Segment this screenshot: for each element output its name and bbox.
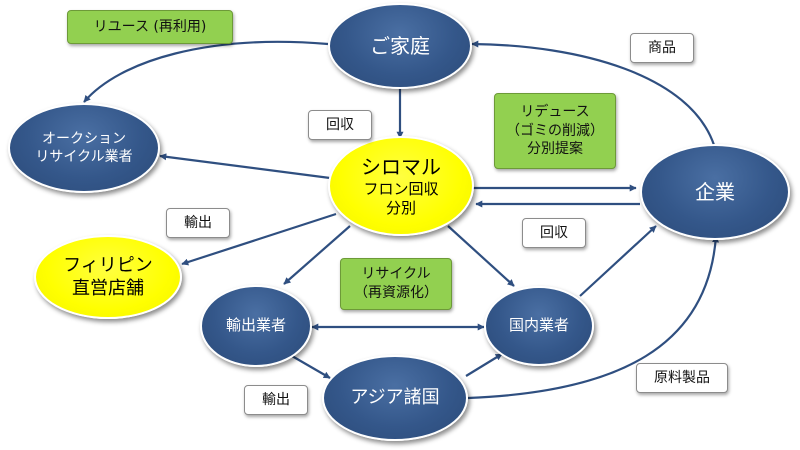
node-philippines-label-1: フィリピン [63, 254, 153, 276]
node-domestic-label: 国内業者 [508, 316, 569, 335]
arrow-shiromaru-to-philippines [181, 212, 337, 266]
node-asia-label: アジア諸国 [350, 387, 440, 409]
label-collect-home: 回収 [308, 110, 372, 140]
label-recycle: リサイクル （再資源化） [340, 258, 452, 310]
node-shiromaru-sub-1: フロン回収 [363, 179, 439, 198]
arrow-exporter-to-asia [291, 355, 331, 379]
node-auction-recycler: オークション リサイクル業者 [8, 103, 160, 193]
node-domestic: 国内業者 [484, 286, 594, 366]
arrow-home-to-auction [83, 40, 329, 103]
node-exporter: 輸出業者 [200, 285, 312, 367]
arrow-asia-to-company [467, 235, 720, 400]
arrow-domestic-to-company [579, 225, 657, 297]
node-company: 企業 [640, 144, 790, 240]
node-philippines-label-2: 直営店舗 [72, 278, 144, 299]
label-raw-products: 原料製品 [636, 363, 728, 393]
label-collect-company: 回収 [522, 218, 586, 248]
node-philippines-store: フィリピン 直営店舗 [34, 235, 182, 319]
label-reuse: リユース (再利用) [67, 10, 233, 44]
arrow-asia-to-domestic [465, 353, 503, 377]
node-exporter-label: 輸出業者 [225, 316, 286, 335]
arrow-shiromaru-to-auction [159, 153, 331, 180]
node-home: ご家庭 [328, 3, 472, 89]
node-home-label: ご家庭 [370, 34, 430, 58]
label-reduce: リデュース （ゴミの削減） 分別提案 [494, 93, 616, 169]
node-shiromaru-title: シロマル [361, 154, 441, 179]
arrow-shiromaru-to-exporter [283, 225, 351, 285]
label-product: 商品 [630, 33, 694, 63]
node-auction-label-2: リサイクル業者 [35, 149, 133, 165]
node-auction-label-1: オークション [42, 130, 126, 147]
arrow-shiromaru-to-domestic [447, 225, 515, 287]
label-export-bottom: 輸出 [244, 385, 308, 415]
node-shiromaru: シロマル フロン回収 分別 [328, 136, 474, 236]
label-export-top: 輸出 [166, 208, 230, 238]
node-company-label: 企業 [695, 180, 735, 204]
node-asia: アジア諸国 [322, 355, 468, 441]
node-shiromaru-sub-2: 分別 [385, 199, 416, 217]
arrow-company-to-home [471, 40, 716, 146]
